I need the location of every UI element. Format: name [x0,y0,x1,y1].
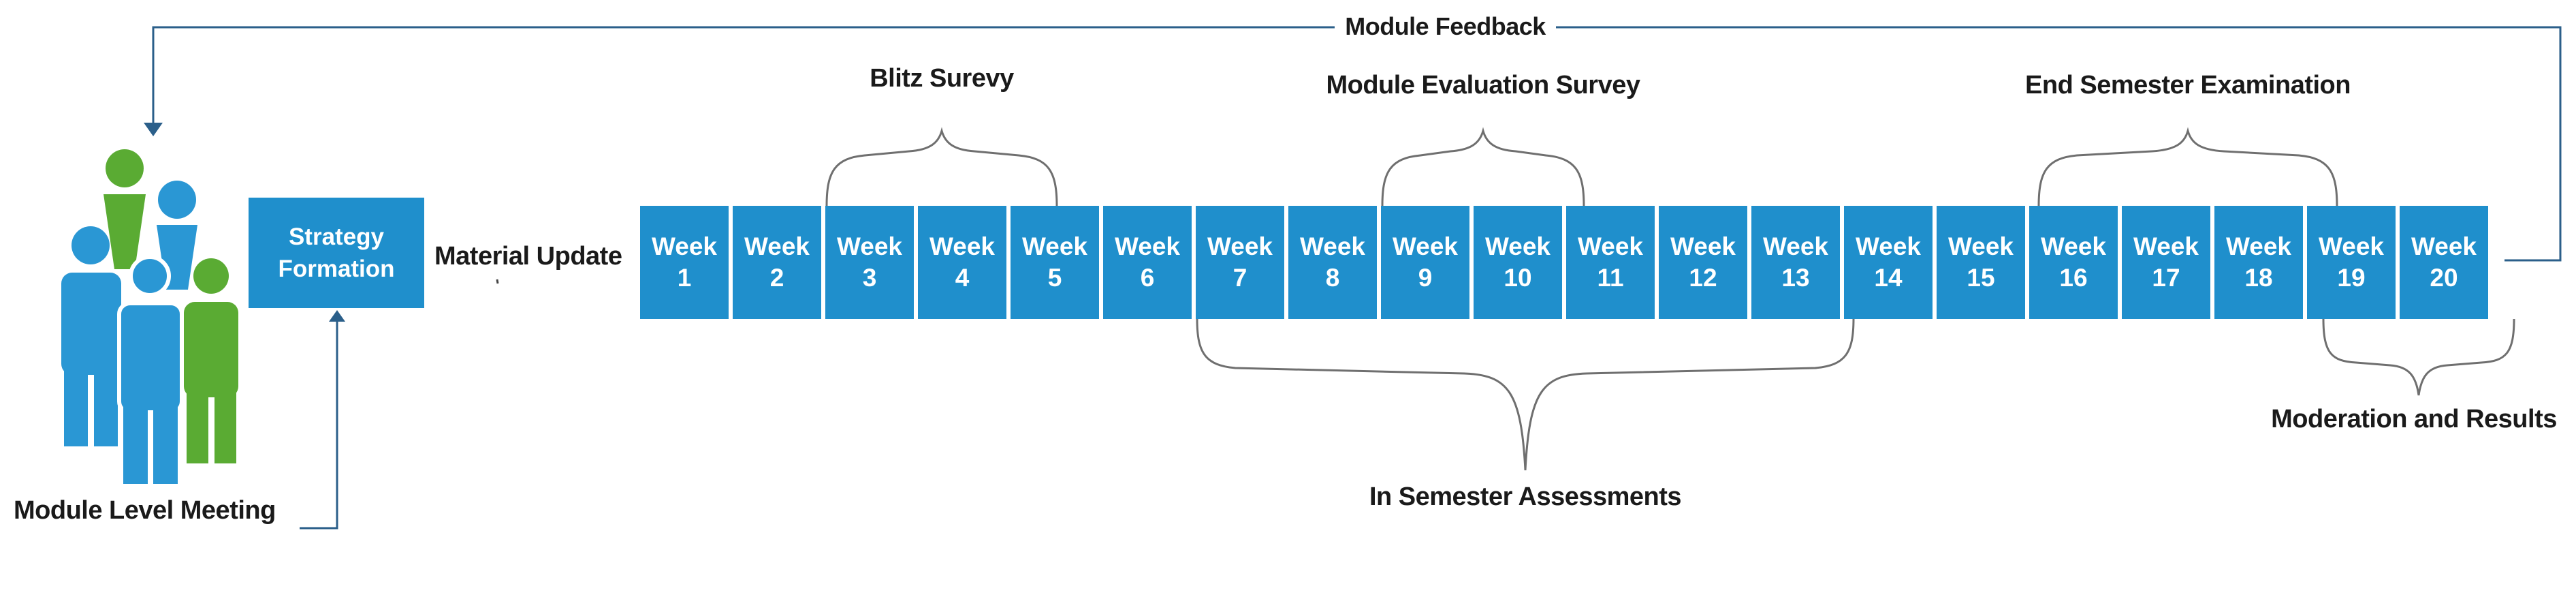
week-word: Week [929,232,995,260]
meeting-to-strategy-line [300,320,338,530]
material-update-tick [496,279,499,284]
module-evaluation-survey-label: Module Evaluation Survey [1326,71,1641,99]
module-eval-brace [1381,127,1585,206]
week-number: 11 [1597,264,1624,292]
week-number: 15 [1967,264,1995,292]
week-number: 20 [2430,264,2458,292]
week-box-8: Week 8 [1288,206,1377,319]
week-word: Week [2041,232,2106,260]
week-box-16: Week 16 [2029,206,2118,319]
blue-person-front [117,255,184,484]
week-word: Week [2411,232,2477,260]
week-word: Week [2226,232,2291,260]
blitz-brace [825,127,1058,206]
week-word: Week [652,232,717,260]
module-feedback-arrowhead [144,123,163,136]
in-semester-brace [1196,318,1855,471]
week-box-17: Week 17 [2122,206,2210,319]
week-timeline: Week 1 Week 2 Week 3 Week 4 Week 5 Week 6 Week 7 Week 8… [640,206,2488,319]
week-box-5: Week 5 [1011,206,1099,319]
week-box-12: Week 12 [1659,206,1747,319]
week-word: Week [2319,232,2384,260]
week-box-6: Week 6 [1103,206,1192,319]
week-word: Week [1300,232,1365,260]
week-number: 10 [1504,264,1532,292]
week-number: 16 [2059,264,2088,292]
week-number: 12 [1689,264,1717,292]
week-word: Week [1115,232,1180,260]
week-number: 5 [1047,264,1062,292]
blitz-survey-label: Blitz Surevy [870,64,1014,93]
blue-person-left [61,226,121,446]
week-word: Week [1393,232,1458,260]
week-word: Week [1948,232,2014,260]
week-box-9: Week 9 [1381,206,1469,319]
week-box-11: Week 11 [1566,206,1655,319]
in-semester-assessments-label: In Semester Assessments [1369,483,1682,511]
green-person-back-left [104,149,146,269]
week-number: 6 [1140,264,1155,292]
week-number: 17 [2152,264,2180,292]
module-feedback-loop-line [152,26,2562,262]
module-team-icon [61,149,238,484]
week-box-10: Week 10 [1474,206,1562,319]
week-word: Week [1856,232,1921,260]
week-number: 1 [677,264,692,292]
week-number: 18 [2244,264,2273,292]
week-word: Week [1578,232,1643,260]
week-word: Week [837,232,902,260]
strategy-formation-label: Strategy Formation [278,223,395,282]
moderation-brace [2322,318,2515,396]
strategy-formation-box: Strategy Formation [249,198,424,308]
week-word: Week [1763,232,1828,260]
week-box-2: Week 2 [733,206,821,319]
week-box-15: Week 15 [1937,206,2025,319]
week-word: Week [1022,232,1087,260]
week-word: Week [744,232,810,260]
week-box-13: Week 13 [1751,206,1840,319]
week-box-20: Week 20 [2400,206,2488,319]
green-person-right [184,258,238,463]
week-number: 7 [1233,264,1247,292]
week-number: 9 [1418,264,1433,292]
material-update-label: Material Update [434,242,622,271]
week-box-3: Week 3 [825,206,914,319]
meeting-to-strategy-arrowhead [329,310,345,322]
module-level-meeting-label: Module Level Meeting [14,496,276,525]
week-number: 14 [1874,264,1903,292]
week-number: 3 [862,264,877,292]
week-number: 2 [769,264,784,292]
week-number: 19 [2337,264,2366,292]
module-feedback-label: Module Feedback [1335,12,1556,41]
week-box-1: Week 1 [640,206,729,319]
week-box-4: Week 4 [918,206,1006,319]
week-box-14: Week 14 [1844,206,1933,319]
end-semester-brace [2037,127,2338,206]
week-word: Week [2133,232,2199,260]
week-number: 8 [1325,264,1340,292]
week-word: Week [1670,232,1736,260]
week-word: Week [1207,232,1273,260]
end-semester-examination-label: End Semester Examination [2025,71,2351,99]
week-box-19: Week 19 [2307,206,2396,319]
week-number: 4 [955,264,970,292]
week-box-18: Week 18 [2214,206,2303,319]
week-word: Week [1485,232,1551,260]
week-box-7: Week 7 [1196,206,1284,319]
moderation-and-results-label: Moderation and Results [2271,405,2557,433]
week-number: 13 [1781,264,1810,292]
